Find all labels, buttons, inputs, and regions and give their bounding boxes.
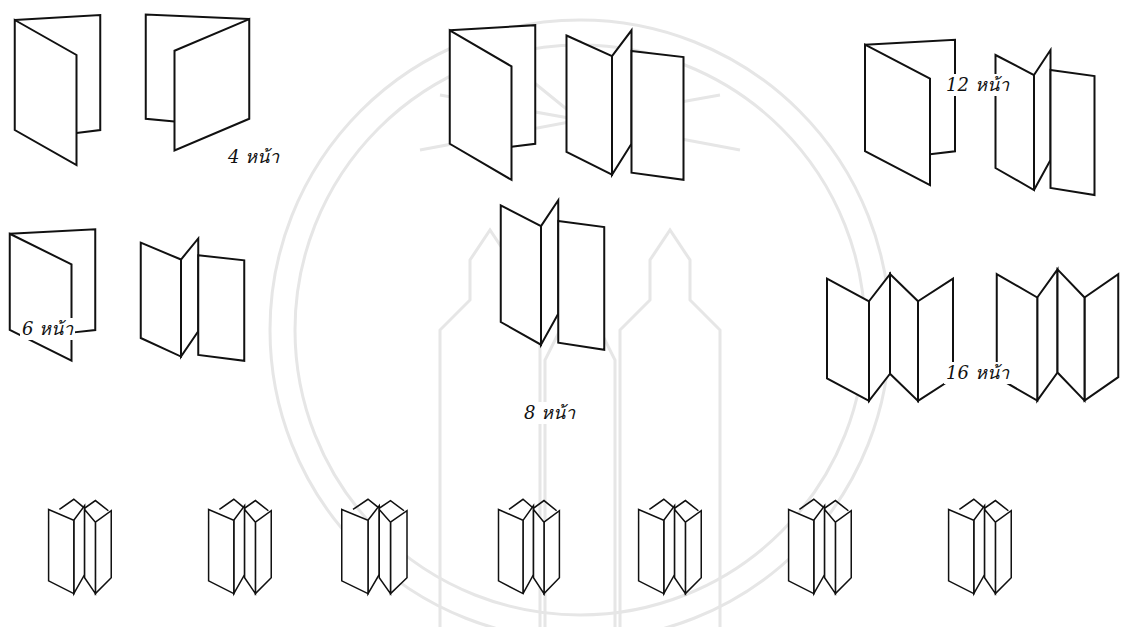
page-count-label: 12 หน้า xyxy=(944,74,1011,96)
watermark-seal xyxy=(270,20,890,627)
page-count-label: 6 หน้า xyxy=(20,318,75,340)
page-count-label: 8 หน้า xyxy=(522,402,577,424)
page-count-label: 16 หน้า xyxy=(944,362,1011,384)
page-count-label: 4 หน้า xyxy=(226,146,281,168)
